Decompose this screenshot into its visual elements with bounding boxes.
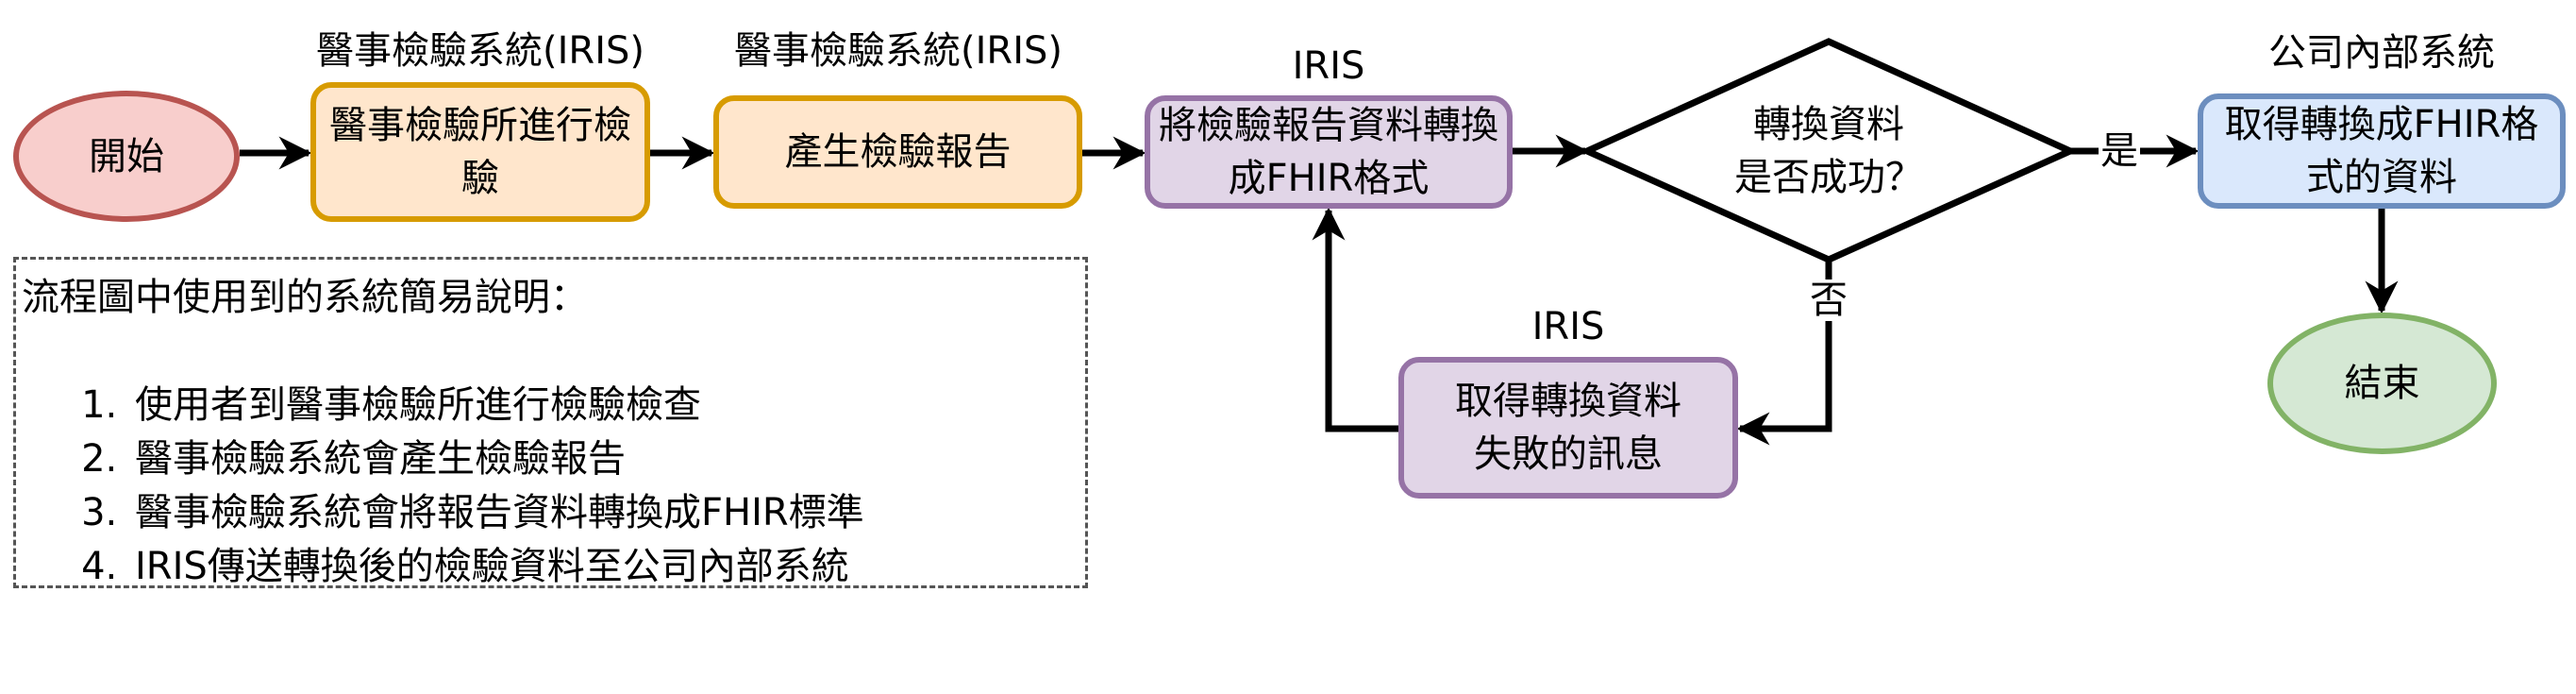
generate-report-text: 產生檢驗報告 [784, 130, 1012, 174]
fail-message-text: 取得轉換資料失敗的訊息 [1455, 380, 1681, 476]
decision-line-1: 轉換資料 [1753, 103, 1904, 146]
no-label: 否 [1808, 279, 1849, 322]
decision-line-2: 是否成功？ [1734, 156, 1923, 199]
convert-fhir-node: 將檢驗報告資料轉換成FHIR格式 [1145, 95, 1513, 209]
internal-system-label: 公司內部系統 [2268, 31, 2495, 75]
generate-report-node: 產生檢驗報告 [713, 95, 1082, 209]
end-node: 結束 [2267, 313, 2497, 454]
receive-fhir-text: 取得轉換成FHIR格式的資料 [2224, 103, 2539, 199]
receive-fhir-node: 取得轉換成FHIR格式的資料 [2198, 93, 2566, 209]
legend-title: 流程圖中使用到的系統簡易說明： [22, 276, 588, 319]
fail-message-node: 取得轉換資料失敗的訊息 [1398, 357, 1738, 499]
lab-exam-node: 醫事檢驗所進行檢驗 [310, 82, 650, 222]
yes-label: 是 [2099, 129, 2140, 173]
edge-fail-to-convert [1312, 207, 1398, 432]
decision-text: 轉換資料 是否成功？ [1734, 98, 1923, 204]
fail-system-label: IRIS [1531, 305, 1605, 348]
legend-item: IRIS傳送轉換後的檢驗資料至公司內部系統 [129, 540, 1079, 594]
exam-system-label: 醫事檢驗系統(IRIS) [316, 29, 644, 73]
end-text: 結束 [2344, 362, 2420, 405]
start-text: 開始 [89, 134, 164, 178]
legend-item: 醫事檢驗系統會產生檢驗報告 [129, 432, 1079, 486]
legend-item: 醫事檢驗系統會將報告資料轉換成FHIR標準 [129, 486, 1079, 540]
legend-box: 流程圖中使用到的系統簡易說明： 使用者到醫事檢驗所進行檢驗檢查 醫事檢驗系統會產… [13, 257, 1088, 588]
convert-fhir-text: 將檢驗報告資料轉換成FHIR格式 [1159, 104, 1498, 200]
report-system-label: 醫事檢驗系統(IRIS) [734, 29, 1062, 73]
convert-system-label: IRIS [1292, 44, 1365, 88]
lab-exam-text: 醫事檢驗所進行檢驗 [329, 104, 631, 200]
legend-item: 使用者到醫事檢驗所進行檢驗檢查 [129, 379, 1079, 432]
legend-list: 使用者到醫事檢驗所進行檢驗檢查 醫事檢驗系統會產生檢驗報告 醫事檢驗系統會將報告… [22, 379, 1079, 594]
start-node: 開始 [13, 91, 240, 222]
